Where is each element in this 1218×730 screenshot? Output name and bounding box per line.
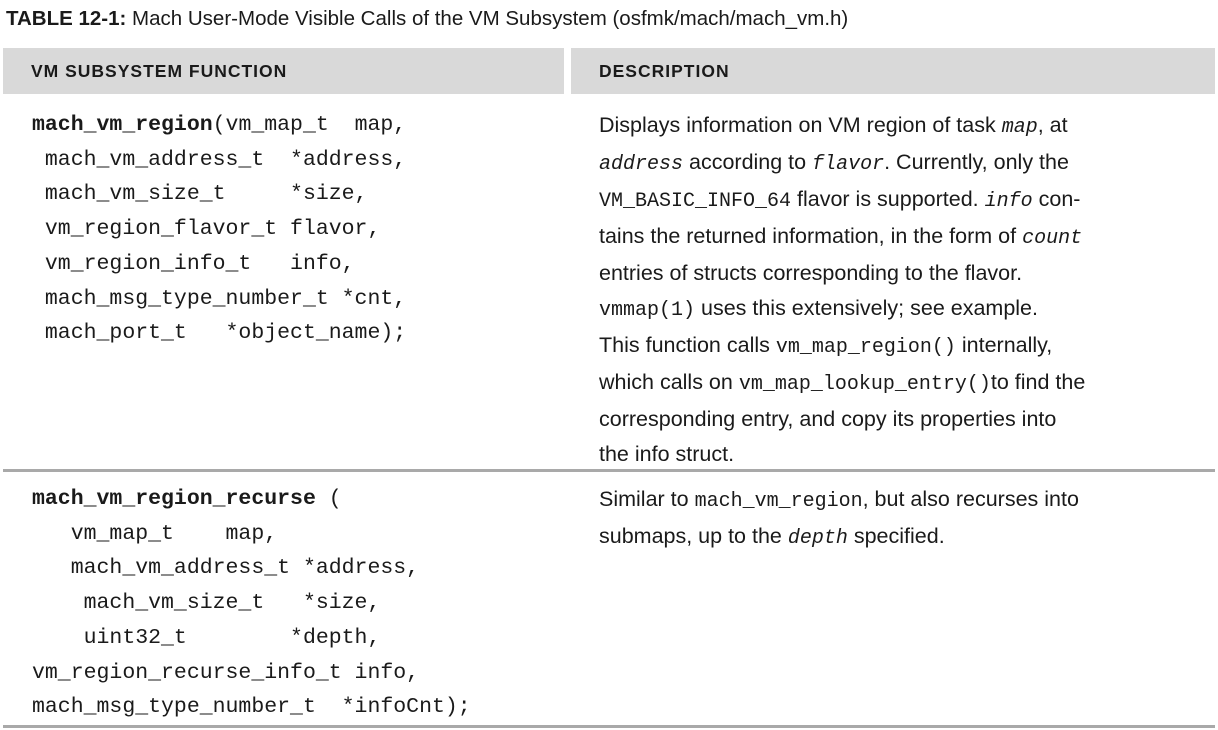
desc-param: map [1001, 116, 1038, 139]
code-line: mach_vm_address_t *address, [32, 556, 420, 581]
function-name: mach_vm_region_recurse [32, 487, 316, 511]
description-line: vmmap(1) uses this extensively; see exam… [599, 291, 1199, 328]
desc-text: This function calls [599, 333, 776, 357]
description-line: Displays information on VM region of tas… [599, 108, 1199, 145]
description-line: Similar to mach_vm_region, but also recu… [599, 482, 1199, 519]
desc-text: submaps, up to the [599, 524, 788, 548]
desc-text: , at [1037, 113, 1068, 137]
description-line: corresponding entry, and copy its proper… [599, 407, 1057, 431]
code-line: mach_port_t *object_name); [32, 321, 407, 346]
description-line: tains the returned information, in the f… [599, 219, 1199, 256]
desc-text: Similar to [599, 487, 695, 511]
desc-text: uses this extensively; see example. [695, 296, 1038, 320]
desc-text: flavor is supported. [791, 187, 985, 211]
desc-param: flavor [812, 153, 885, 176]
code-line: (vm_map_t map, [212, 113, 407, 137]
function-description: Similar to mach_vm_region, but also recu… [599, 482, 1199, 556]
desc-param: address [599, 153, 684, 176]
header-function: VM SUBSYSTEM FUNCTION [3, 48, 564, 94]
code-line: mach_vm_size_t *size, [32, 182, 368, 207]
desc-text: internally, [955, 333, 1053, 357]
function-description: Displays information on VM region of tas… [599, 108, 1199, 472]
desc-code: VM_BASIC_INFO_64 [599, 190, 792, 213]
code-line: mach_vm_size_t *size, [32, 591, 381, 616]
desc-param: count [1022, 227, 1083, 250]
description-line: entries of structs corresponding to the … [599, 261, 1023, 285]
desc-code: vmmap(1) [599, 299, 696, 322]
desc-param: info [984, 190, 1033, 213]
function-signature: mach_vm_region_recurse ( vm_map_t map, m… [32, 482, 471, 725]
function-signature: mach_vm_region(vm_map_t map, mach_vm_add… [32, 108, 406, 351]
function-name: mach_vm_region [32, 113, 213, 137]
table-header-row: VM SUBSYSTEM FUNCTION DESCRIPTION [0, 48, 1218, 94]
code-line: uint32_t *depth, [32, 625, 381, 650]
code-line: mach_msg_type_number_t *infoCnt); [32, 695, 471, 720]
desc-text: which calls on [599, 370, 739, 394]
code-line: ( [315, 487, 342, 511]
code-line: mach_vm_address_t *address, [32, 147, 407, 172]
description-line: the info struct. [599, 442, 735, 466]
desc-text: , but also recurses into [862, 487, 1079, 511]
desc-param: depth [787, 527, 848, 550]
code-line: vm_region_flavor_t flavor, [32, 217, 381, 242]
header-description: DESCRIPTION [571, 48, 1215, 94]
description-line: which calls on vm_map_lookup_entry()to f… [599, 365, 1199, 402]
code-line: mach_msg_type_number_t *cnt, [32, 286, 407, 311]
code-line: vm_region_info_t info, [32, 251, 355, 276]
code-line: vm_region_recurse_info_t info, [32, 660, 420, 685]
desc-text: . Currently, only the [884, 150, 1069, 174]
desc-text: tains the returned information, in the f… [599, 224, 1023, 248]
desc-text: Displays information on VM region of tas… [599, 113, 1002, 137]
table-row: mach_vm_region_recurse ( vm_map_t map, m… [3, 469, 1215, 728]
description-line: submaps, up to the depth specified. [599, 519, 1199, 556]
vm-calls-table: VM SUBSYSTEM FUNCTION DESCRIPTION mach_v… [0, 48, 1218, 728]
desc-code: vm_map_region() [775, 336, 956, 359]
desc-text: according to [683, 150, 813, 174]
desc-code: vm_map_lookup_entry() [738, 373, 991, 396]
table-caption: TABLE 12-1: Mach User-Mode Visible Calls… [6, 6, 848, 32]
desc-code: mach_vm_region [694, 490, 863, 513]
table-caption-label: TABLE 12-1: [6, 7, 127, 30]
code-line: vm_map_t map, [32, 521, 278, 546]
table-caption-text: Mach User-Mode Visible Calls of the VM S… [126, 7, 849, 30]
table-row: mach_vm_region(vm_map_t map, mach_vm_add… [3, 94, 1215, 472]
description-line: This function calls vm_map_region() inte… [599, 328, 1199, 365]
desc-text: specified. [847, 524, 945, 548]
desc-text: to find the [990, 370, 1086, 394]
description-line: address according to flavor. Currently, … [599, 145, 1199, 182]
description-line: VM_BASIC_INFO_64 flavor is supported. in… [599, 182, 1199, 219]
desc-text: con- [1032, 187, 1081, 211]
